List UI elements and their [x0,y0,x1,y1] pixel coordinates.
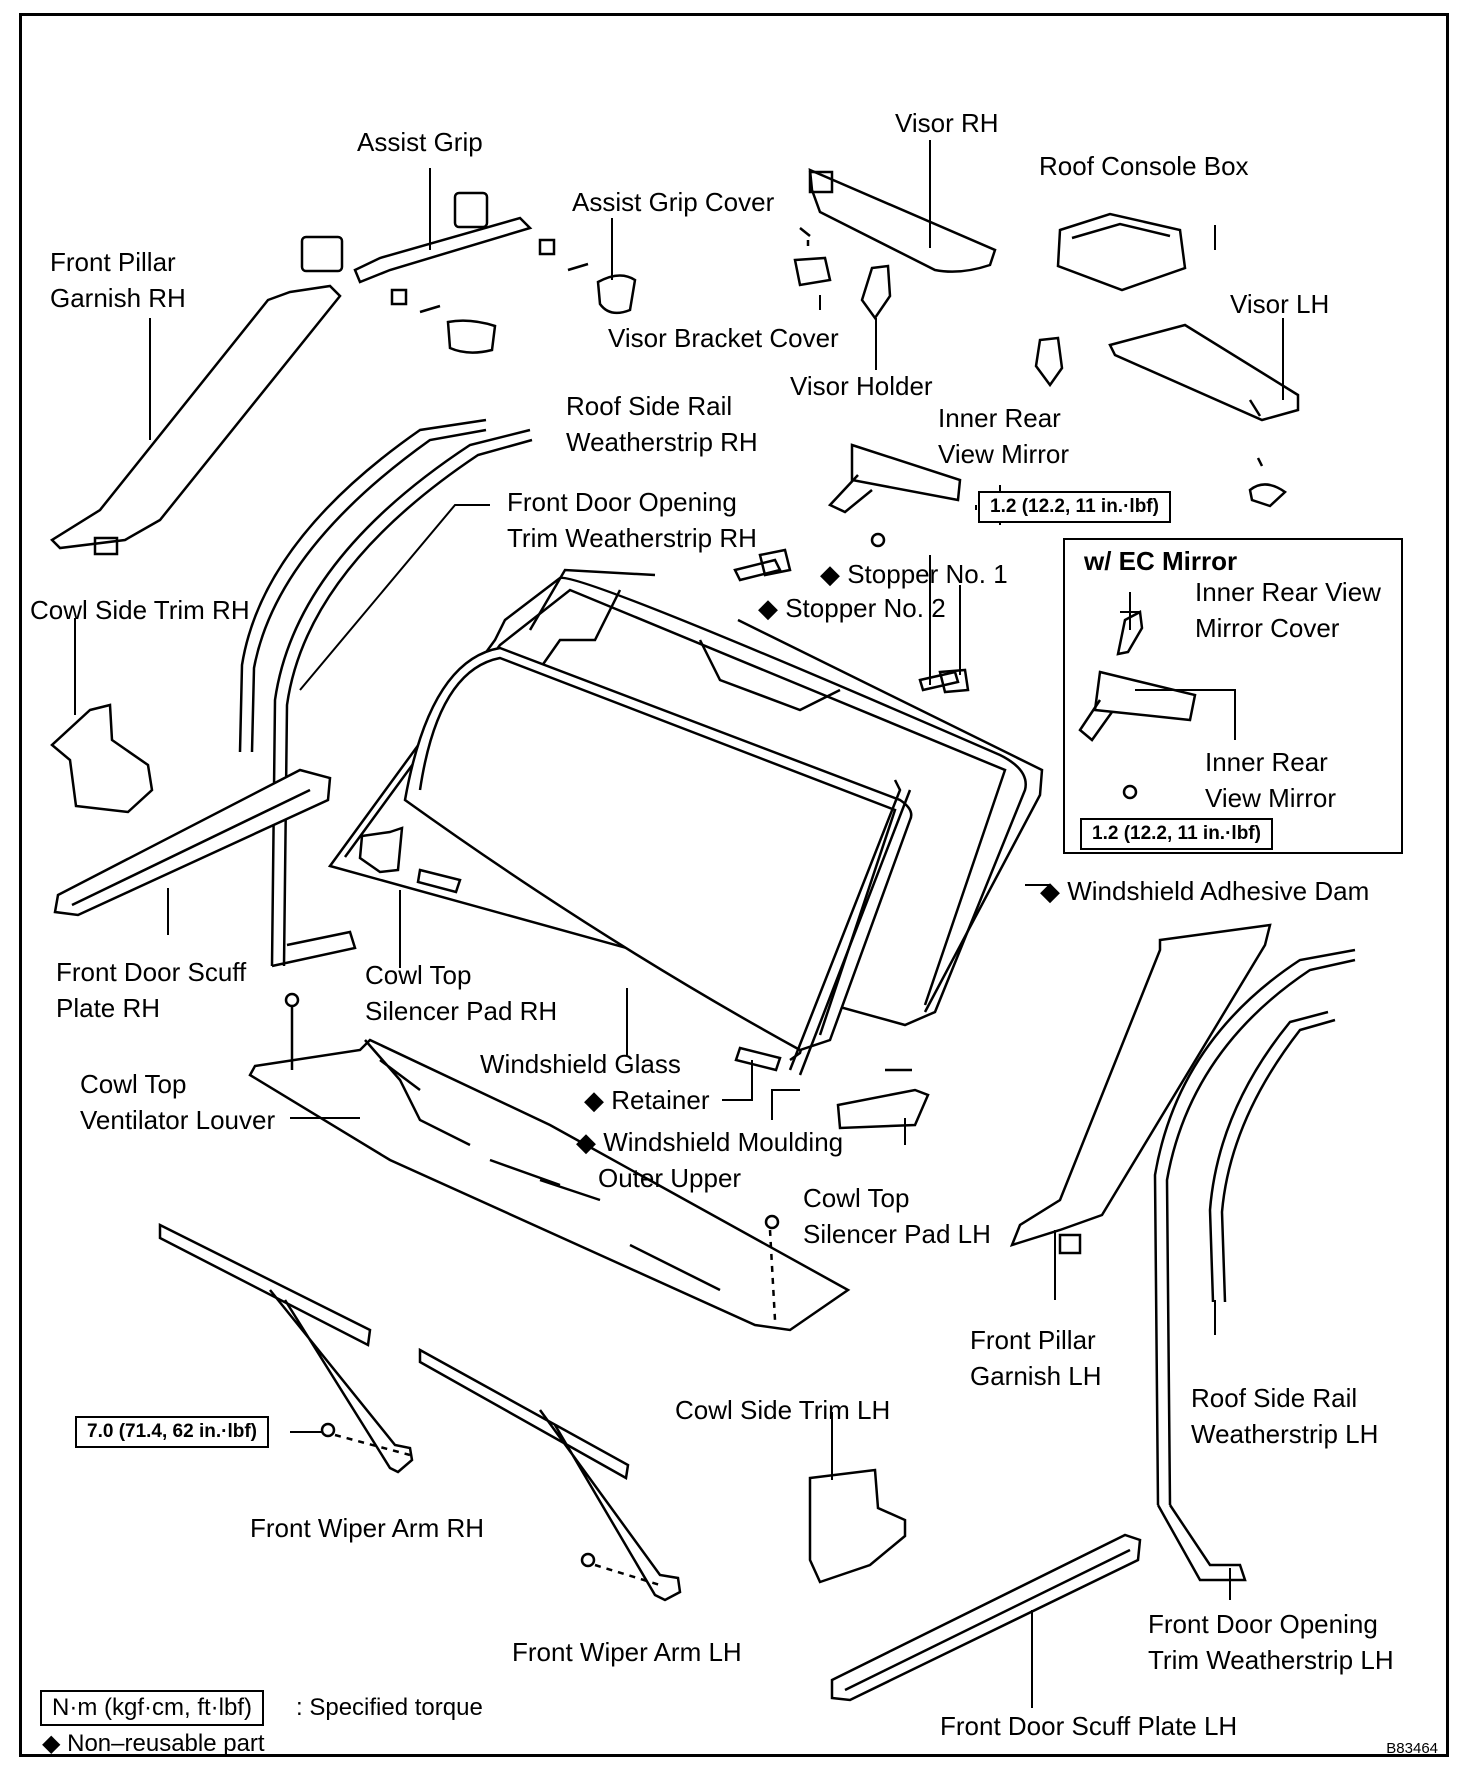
torque-ec-mirror: 1.2 (12.2, 11 in.·lbf) [1080,818,1273,850]
label-front-door-opening-lh: Front Door Opening [1148,1609,1378,1639]
front-wiper-arm-lh-part [418,1347,682,1602]
label-front-door-opening-lh-2: Trim Weatherstrip LH [1148,1645,1394,1675]
cowl-side-trim-rh-part [50,703,154,814]
label-stopper-no1: ◆ Stopper No. 1 [820,559,1008,589]
visor-rh-part [793,168,997,321]
torque-wiper: 7.0 (71.4, 62 in.·lbf) [75,1416,269,1448]
cowl-top-silencer-rh-part [358,826,462,894]
roof-console-box-part [1056,212,1187,292]
label-inner-rear-view-mirror: Inner Rear [938,403,1061,433]
label-visor-holder: Visor Holder [790,371,933,401]
label-front-pillar-garnish-rh: Front Pillar [50,247,176,277]
label-front-pillar-garnish-lh-2: Garnish LH [970,1361,1102,1391]
legend-torque-box: N·m (kgf·cm, ft·lbf) [40,1690,264,1726]
weatherstrip-lh-parts [1153,948,1356,1582]
label-cowl-top-silencer-lh-2: Silencer Pad LH [803,1219,991,1249]
cowl-top-louver-part [248,992,851,1332]
label-cowl-top-louver-2: Ventilator Louver [80,1105,276,1135]
label-windshield-adhesive-dam: ◆ Windshield Adhesive Dam [1040,876,1370,906]
label-visor-bracket-cover: Visor Bracket Cover [608,323,839,353]
cowl-top-silencer-lh-part [836,1088,930,1130]
windshield-assembly [327,568,1044,1076]
stoppers [733,548,970,694]
leader-lines [74,140,1284,1708]
label-roof-side-rail-lh: Roof Side Rail [1191,1383,1358,1413]
label-inner-rear-view-mirror-2: View Mirror [938,439,1069,469]
label-front-door-scuff-rh: Front Door Scuff [56,957,247,987]
label-front-wiper-arm-lh: Front Wiper Arm LH [512,1637,742,1667]
label-roof-side-rail-rh-2: Weatherstrip RH [566,427,758,457]
front-pillar-garnish-rh-part [50,284,342,556]
front-pillar-garnish-lh-part [1009,923,1272,1255]
label-front-pillar-garnish-rh-2: Garnish RH [50,283,186,313]
label-windshield-moulding: ◆ Windshield Moulding [576,1127,844,1157]
label-cowl-top-louver: Cowl Top [80,1069,187,1099]
ec-mirror-title: w/ EC Mirror [1084,546,1238,576]
label-retainer: ◆ Retainer [584,1085,710,1115]
assist-grip-part [300,191,637,354]
label-windshield-moulding-2: Outer Upper [598,1163,742,1193]
visor-lh-part [1034,323,1300,508]
label-front-door-scuff-lh: Front Door Scuff Plate LH [940,1711,1238,1741]
torque-mirror: 1.2 (12.2, 11 in.·lbf) [978,491,1171,523]
ec-mirror-parts [1078,610,1197,800]
label-front-wiper-arm-rh: Front Wiper Arm RH [250,1513,485,1543]
inner-rear-view-mirror-part [827,443,962,548]
label-stopper-no2: ◆ Stopper No. 2 [758,593,946,623]
label-cowl-top-silencer-rh: Cowl Top [365,960,472,990]
label-ec-mirror-cover-2: Mirror Cover [1195,613,1340,643]
label-visor-rh: Visor RH [895,108,999,138]
label-ec-inner-mirror: Inner Rear [1205,747,1328,777]
front-door-scuff-rh-part [53,768,332,917]
label-front-door-opening-rh: Front Door Opening [507,487,737,517]
legend-torque-desc: : Specified torque [296,1694,483,1721]
front-door-scuff-lh-part [830,1533,1142,1702]
retainer-moulding-parts [734,1046,782,1072]
label-ec-inner-mirror-2: View Mirror [1205,783,1336,813]
label-ec-mirror-cover: Inner Rear View [1195,577,1381,607]
label-cowl-top-silencer-rh-2: Silencer Pad RH [365,996,558,1026]
cowl-side-trim-lh-part [808,1468,907,1584]
label-front-door-scuff-rh-2: Plate RH [56,993,161,1023]
ec-mirror-inset [1063,538,1403,854]
weatherstrip-rh-parts [238,418,533,968]
label-assist-grip: Assist Grip [357,127,483,157]
label-cowl-top-silencer-lh: Cowl Top [803,1183,910,1213]
label-roof-side-rail-rh: Roof Side Rail [566,391,733,421]
label-assist-grip-cover: Assist Grip Cover [572,187,775,217]
figure-frame [19,13,1449,1757]
label-roof-side-rail-lh-2: Weatherstrip LH [1191,1419,1379,1449]
label-roof-console-box: Roof Console Box [1039,151,1249,181]
label-cowl-side-trim-rh: Cowl Side Trim RH [30,595,250,625]
label-front-pillar-garnish-lh: Front Pillar [970,1325,1096,1355]
front-wiper-arm-rh-part [158,1222,414,1474]
label-cowl-side-trim-lh: Cowl Side Trim LH [675,1395,891,1425]
figure-code: B83464 [1386,1740,1438,1757]
legend-non-reusable: ◆ Non–reusable part [42,1730,265,1757]
label-visor-lh: Visor LH [1230,289,1330,319]
label-front-door-opening-rh-2: Trim Weatherstrip RH [507,523,757,553]
label-windshield-glass: Windshield Glass [480,1049,681,1079]
